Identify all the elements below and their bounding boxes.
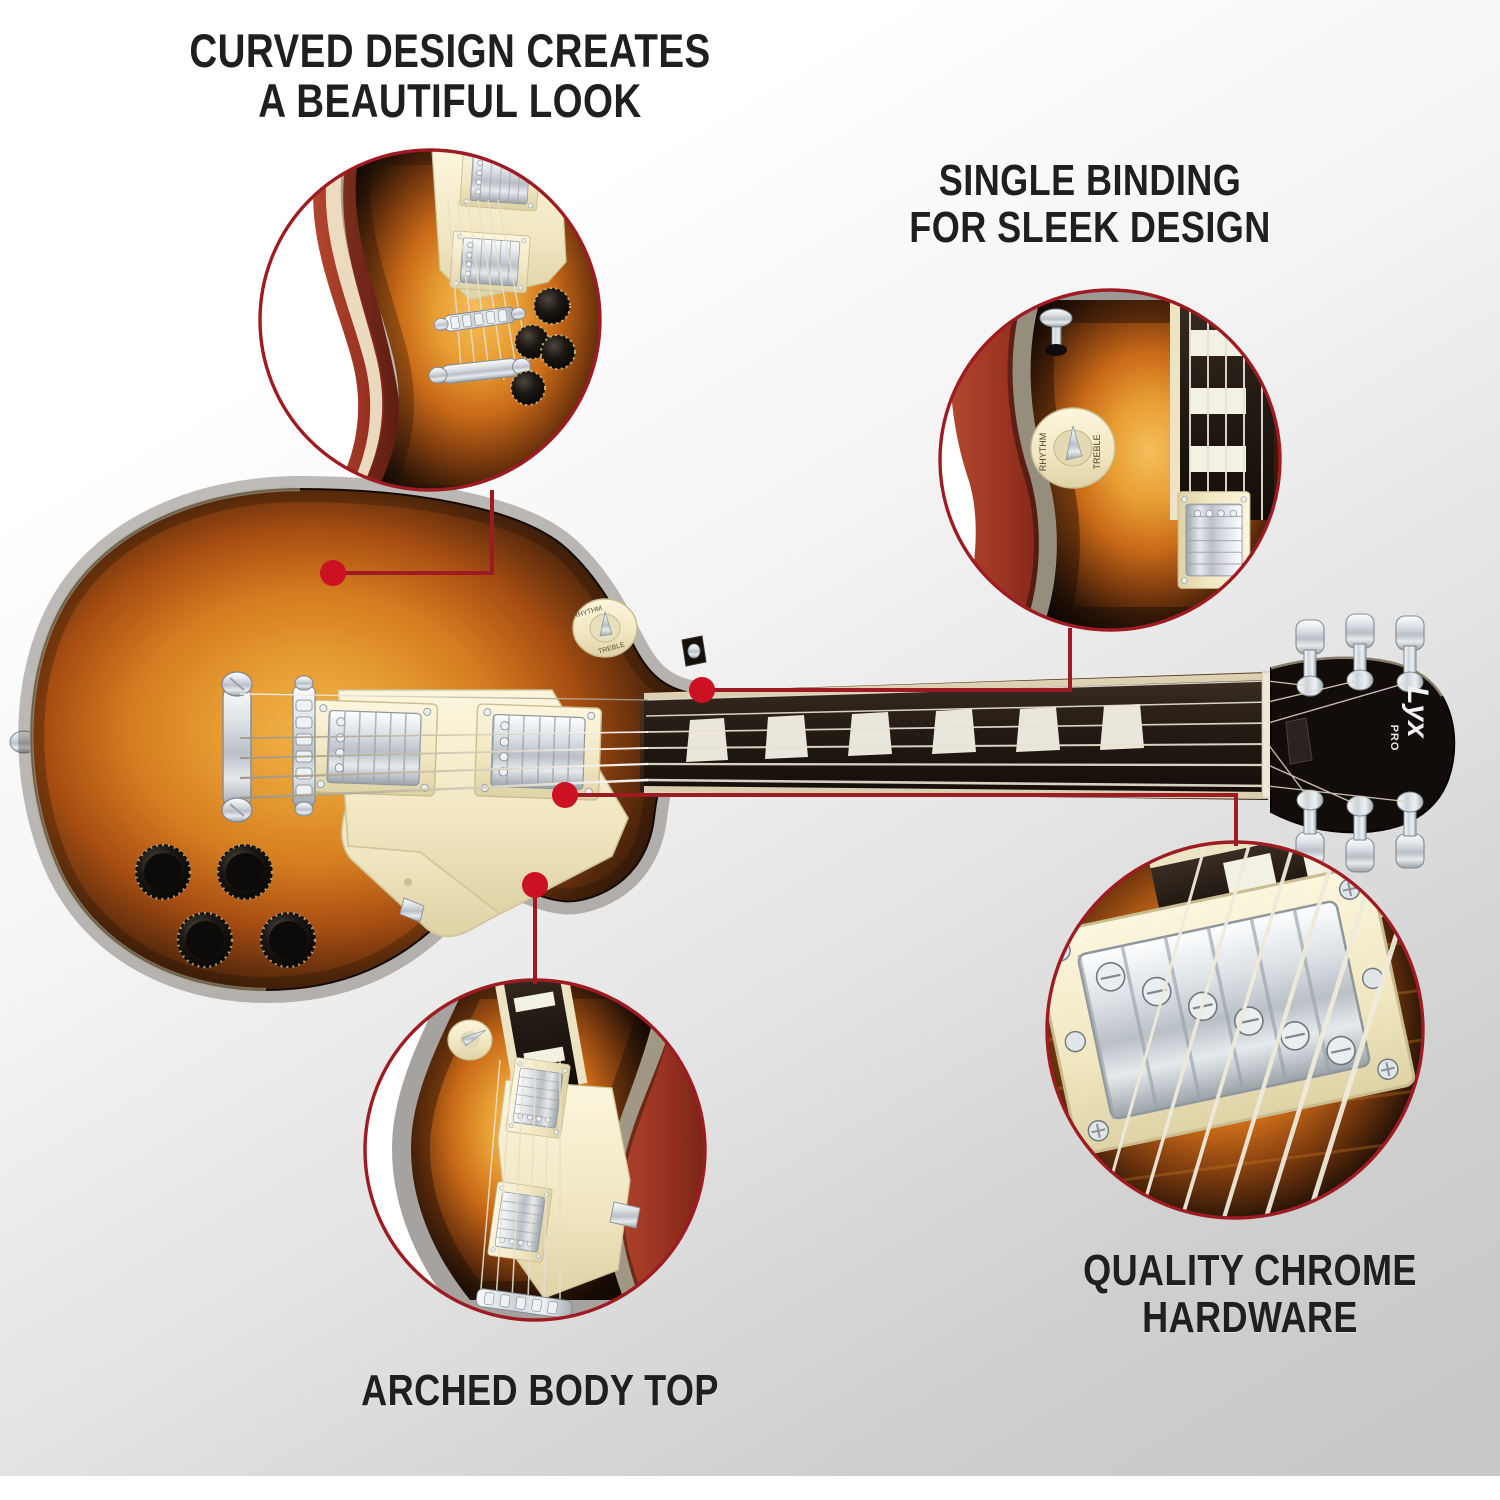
callout-dot-binding bbox=[689, 677, 715, 703]
caption-binding-line1: SINGLE BINDING bbox=[938, 156, 1242, 205]
pickguard-screw bbox=[404, 878, 412, 886]
caption-curved-line1: CURVED DESIGN CREATES bbox=[189, 24, 711, 77]
connector-binding bbox=[700, 628, 1072, 692]
knob-tone-2 bbox=[259, 911, 317, 969]
callout-ring-binding bbox=[938, 288, 1282, 632]
callout-dot-curved bbox=[320, 560, 346, 586]
caption-binding-line2: FOR SLEEK DESIGN bbox=[909, 202, 1271, 252]
callout-arched-body bbox=[363, 978, 707, 1322]
bottom-white-strip bbox=[0, 1476, 1500, 1500]
caption-single-binding: SINGLE BINDING FOR SLEEK DESIGN bbox=[889, 156, 1291, 252]
callout-chrome-hardware bbox=[1045, 840, 1425, 1220]
callout-curved-design bbox=[258, 148, 602, 492]
callout-ring-curved bbox=[258, 148, 602, 492]
callout-dot-chrome bbox=[552, 782, 578, 808]
logo-main: Lyx bbox=[1401, 686, 1434, 739]
caption-curved-line2: A BEAUTIFUL LOOK bbox=[258, 73, 642, 127]
connector-curved bbox=[331, 490, 494, 575]
callout-dot-arched bbox=[522, 872, 548, 898]
logo-sub: PRO bbox=[1388, 725, 1400, 752]
output-jack-plate bbox=[681, 635, 707, 667]
toggle-switch: RHYTHM TREBLE bbox=[572, 598, 638, 658]
control-knobs bbox=[134, 843, 317, 969]
knob-volume-2 bbox=[216, 843, 274, 901]
callout-single-binding: RHYTHM TREBLE bbox=[938, 288, 1282, 632]
headstock-logo: Lyx PRO bbox=[1388, 686, 1434, 751]
pickguard-bracket bbox=[399, 897, 425, 923]
binding-toggle-treble: TREBLE bbox=[1092, 434, 1102, 469]
caption-arched-body-top: ARCHED BODY TOP bbox=[327, 1366, 753, 1415]
fretboard-inlays bbox=[686, 704, 1144, 762]
strings-neck bbox=[645, 680, 1271, 788]
knob-volume-1 bbox=[134, 843, 192, 901]
caption-chrome-line1: QUALITY CHROME bbox=[1083, 1246, 1417, 1295]
guitar-headstock: Lyx PRO bbox=[1267, 613, 1456, 873]
caption-arched-line1: ARCHED BODY TOP bbox=[361, 1366, 719, 1415]
body-binding bbox=[29, 486, 301, 993]
callout-dots bbox=[320, 560, 715, 898]
caption-curved-design: CURVED DESIGN CREATES A BEAUTIFUL LOOK bbox=[167, 26, 733, 126]
connector-chrome bbox=[563, 793, 1238, 846]
strings-body bbox=[239, 693, 649, 800]
tuning-pegs bbox=[1295, 613, 1425, 873]
binding-toggle-rhythm: RHYTHM bbox=[1038, 433, 1048, 472]
caption-quality-chrome-hardware: QUALITY CHROME HARDWARE bbox=[1053, 1246, 1447, 1342]
caption-chrome-line2: HARDWARE bbox=[1142, 1292, 1358, 1342]
guitar-neck bbox=[640, 671, 1272, 800]
binding-toggle: RHYTHM TREBLE bbox=[1030, 407, 1116, 489]
knob-tone-1 bbox=[176, 911, 234, 969]
main-guitar: Lyx PRO bbox=[9, 475, 1456, 1004]
